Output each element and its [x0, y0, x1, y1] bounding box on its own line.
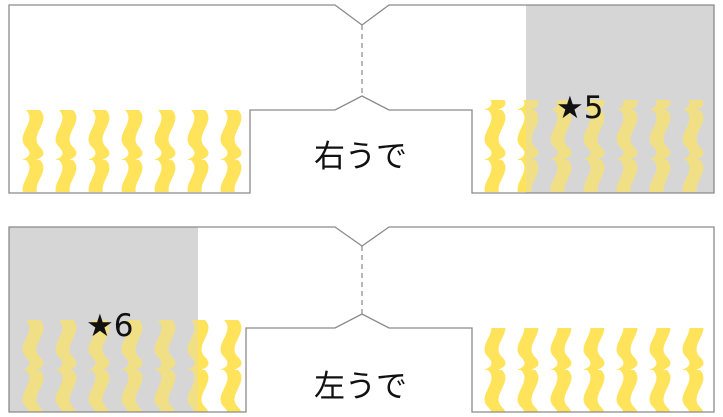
wave-band-right [480, 100, 713, 192]
right-arm-label: 右うで [314, 139, 407, 175]
right-arm-outline [8, 4, 715, 194]
marker-star-6: ★6 [86, 308, 134, 344]
wave-band-right [474, 328, 714, 412]
left-arm-label: 左うで [314, 369, 407, 405]
wave-band-left [14, 320, 246, 412]
left-arm-outline [8, 226, 715, 413]
right-arm-panel: ★5 右うで [8, 4, 715, 194]
left-arm-panel: ★6 左うで [8, 226, 715, 413]
marker-star-5: ★5 [556, 90, 604, 126]
wave-band-left [14, 110, 250, 192]
